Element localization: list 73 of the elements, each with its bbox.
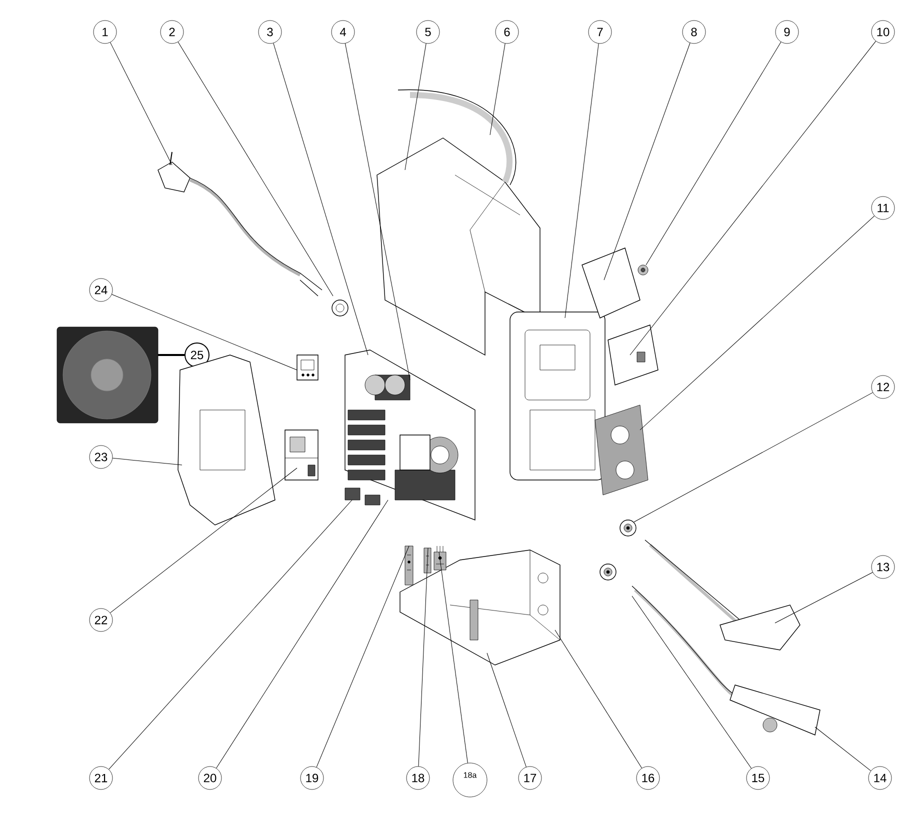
leader-line xyxy=(438,552,468,764)
chassis-drawing xyxy=(400,550,560,666)
leader-line xyxy=(344,43,410,380)
fan-drawing xyxy=(56,326,158,424)
leader-line xyxy=(110,468,298,614)
leader-line xyxy=(604,42,690,280)
terminal-drawing xyxy=(434,546,446,570)
callout-number: 17 xyxy=(518,766,542,790)
leader-line xyxy=(216,500,388,768)
callout-number: 9 xyxy=(775,20,799,44)
callout-number: 8 xyxy=(682,20,706,44)
callout-number: 3 xyxy=(258,20,282,44)
relay-drawing xyxy=(296,354,318,380)
leader-line xyxy=(634,392,873,522)
leader-line xyxy=(418,548,428,767)
callout-number: 19 xyxy=(300,766,324,790)
leader-line xyxy=(640,216,875,430)
carry-strap-drawing xyxy=(398,90,516,186)
callout-number: 2 xyxy=(160,20,184,44)
callout-number: 4 xyxy=(331,20,355,44)
leader-line xyxy=(774,572,873,624)
leader-line xyxy=(554,630,642,768)
callout-number: 18a xyxy=(452,762,488,798)
switch-plate-drawing xyxy=(608,324,658,386)
callout-number: 22 xyxy=(89,608,113,632)
electrode-holder-drawing xyxy=(632,586,820,736)
callout-number: 24 xyxy=(89,278,113,302)
leader-line xyxy=(632,596,752,769)
grille-drawing xyxy=(594,404,648,496)
callout-number: 12 xyxy=(871,375,895,399)
callout-number: 23 xyxy=(89,445,113,469)
leader-line xyxy=(630,40,876,356)
callout-number: 11 xyxy=(871,196,895,220)
callout-number: 1 xyxy=(93,20,117,44)
callout-number: 21 xyxy=(89,766,113,790)
switch-drawing xyxy=(284,430,318,480)
leader-line xyxy=(490,43,506,136)
transistor-drawing xyxy=(344,488,380,506)
leader-line xyxy=(316,546,410,768)
leader-line xyxy=(646,42,782,266)
housing-cover-drawing xyxy=(376,138,540,356)
knob-drawing xyxy=(638,264,648,276)
callout-number: 10 xyxy=(871,20,895,44)
leader-line xyxy=(404,43,426,170)
leader-line xyxy=(486,652,526,768)
callout-number: 5 xyxy=(416,20,440,44)
callout-number: 15 xyxy=(746,766,770,790)
socket-drawing xyxy=(600,564,616,580)
leader-line xyxy=(108,500,352,770)
earth-clamp-drawing xyxy=(644,540,800,650)
callout-number: 14 xyxy=(868,766,892,790)
bracket-drawing xyxy=(424,548,432,574)
leader-line xyxy=(110,42,172,166)
leader-line xyxy=(112,458,182,466)
cable-gland-drawing xyxy=(332,300,348,316)
leader-line xyxy=(178,42,334,296)
leader-line xyxy=(158,354,184,356)
callout-number: 6 xyxy=(495,20,519,44)
callout-number: 7 xyxy=(588,20,612,44)
power-cable-drawing xyxy=(158,152,322,296)
callout-number: 16 xyxy=(636,766,660,790)
socket-drawing xyxy=(620,520,636,536)
leader-line xyxy=(814,726,872,772)
control-plate-drawing xyxy=(582,248,640,318)
callout-number: 20 xyxy=(198,766,222,790)
leader-line xyxy=(564,43,599,318)
callout-number: 13 xyxy=(871,555,895,579)
circuit-board-drawing xyxy=(344,350,476,520)
callout-number: 18 xyxy=(406,766,430,790)
front-panel-drawing xyxy=(510,312,606,480)
leader-line xyxy=(273,42,368,356)
leader-line xyxy=(112,294,298,370)
bracket-drawing xyxy=(404,546,414,586)
